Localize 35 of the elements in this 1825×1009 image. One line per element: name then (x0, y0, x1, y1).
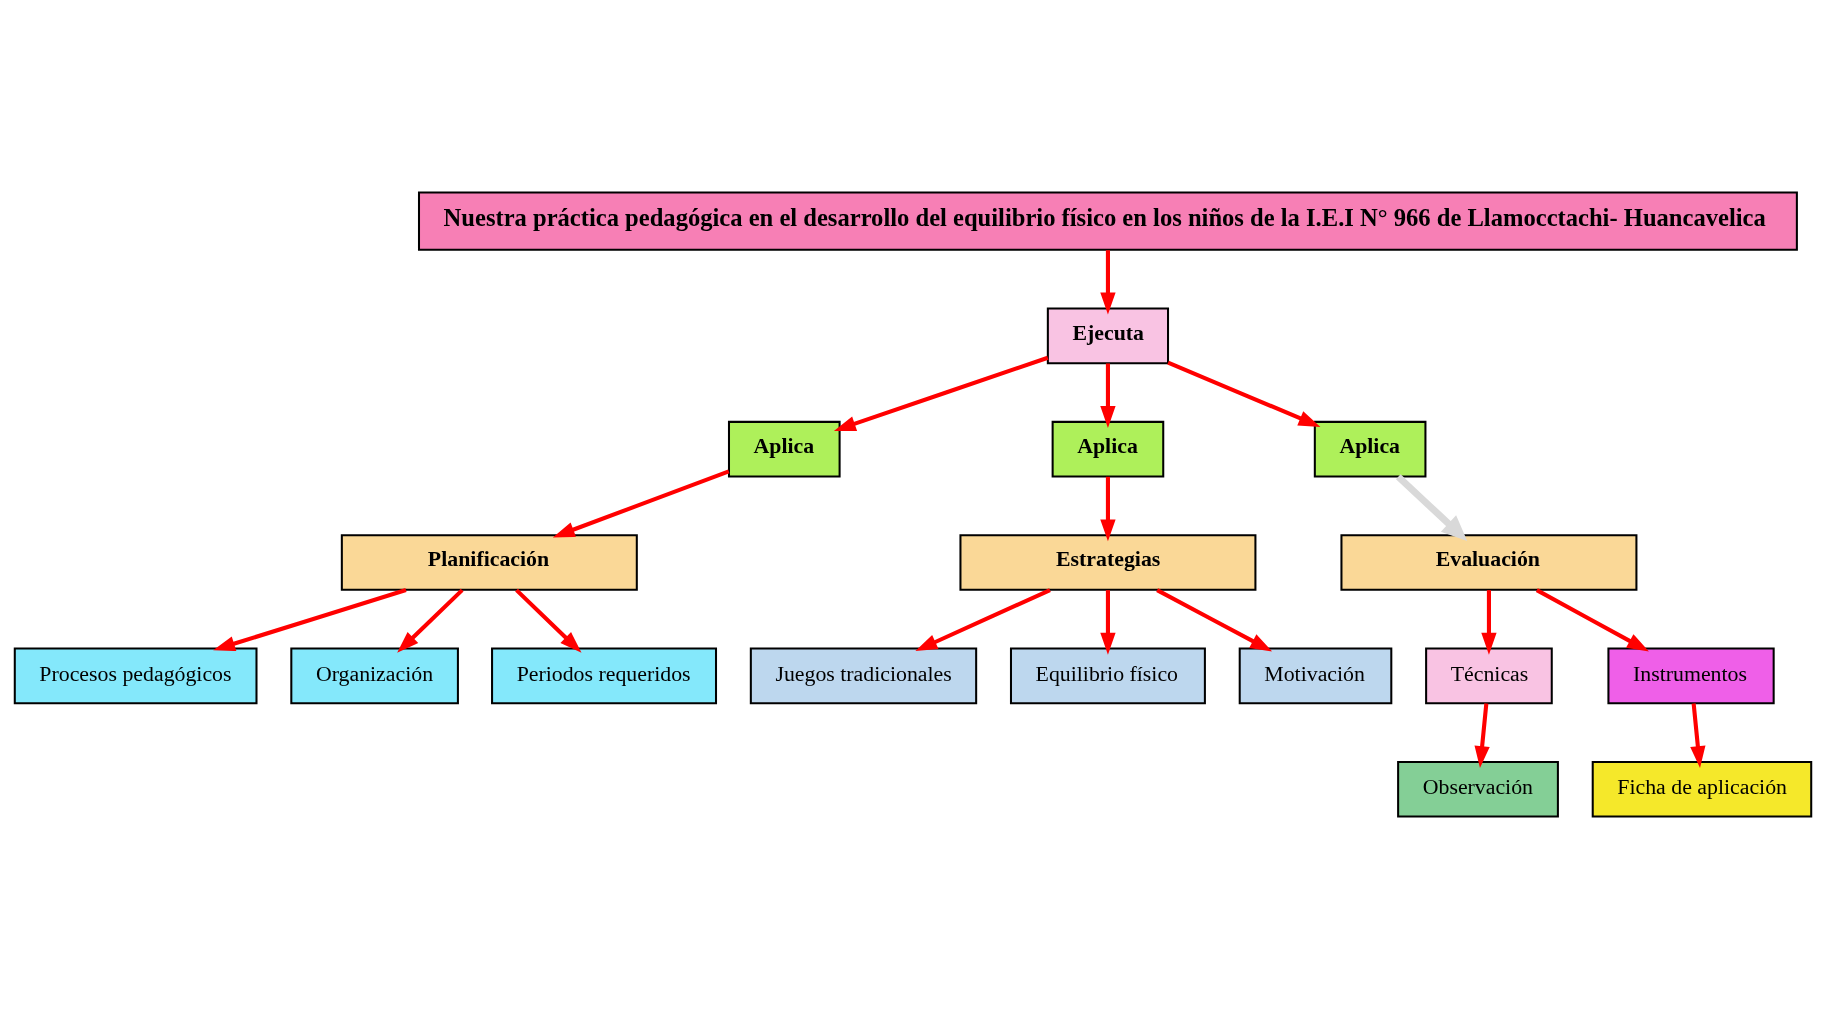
node-box: Ficha de aplicación (1591, 760, 1812, 818)
node-box: Técnicas (1424, 647, 1553, 705)
arrow (396, 588, 464, 653)
arrow (1689, 703, 1705, 768)
node-box: Juegos tradicionales (749, 647, 977, 705)
node-box: Organización (289, 647, 459, 705)
arrow (1099, 250, 1116, 315)
arrow (1099, 363, 1116, 428)
node-box: Evaluación (1339, 534, 1637, 591)
arrow (1535, 588, 1649, 652)
node-box: Periodos requeridos (490, 647, 717, 705)
arrow (212, 588, 407, 652)
arrow (833, 355, 1048, 432)
node-box: Estrategias (958, 534, 1256, 591)
node-box: Equilibrio físico (1009, 647, 1206, 705)
arrow (1474, 703, 1490, 768)
arrow (1395, 474, 1467, 541)
arrow (1166, 360, 1320, 427)
node-box: Motivación (1238, 647, 1392, 705)
node-box: Nuestra práctica pedagógica en el desarrollo del equilibrio físico en los niños de la I.E.I N° 966 de Llamocctachi- Huancavelica (417, 191, 1798, 251)
node-box: Observación (1396, 760, 1559, 818)
node-box: Ejecuta (1046, 307, 1169, 365)
node-box: Aplica (1313, 420, 1426, 478)
node-box: Planificación (340, 534, 638, 591)
node-box: Instrumentos (1606, 647, 1775, 705)
arrow (552, 469, 730, 538)
arrow (514, 588, 581, 653)
node-box: Aplica (727, 420, 841, 478)
arrow (1099, 590, 1116, 655)
arrow (914, 588, 1051, 652)
node-box: Aplica (1051, 420, 1164, 478)
node-box: Procesos pedagógicos (13, 647, 257, 705)
arrow (1480, 590, 1497, 655)
arrow (1155, 588, 1272, 652)
arrow (1099, 476, 1116, 542)
